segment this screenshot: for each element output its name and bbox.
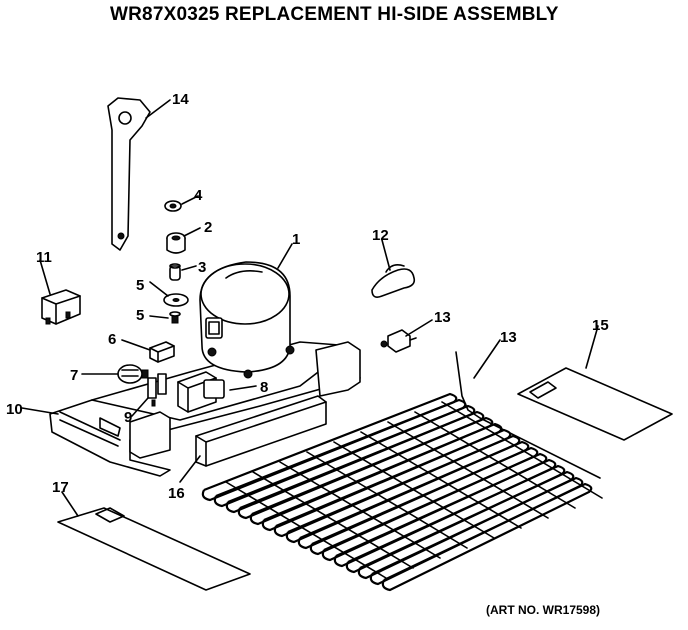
- condenser-wire: [306, 451, 468, 549]
- part-6-clip[interactable]: [149, 341, 175, 363]
- callout-10: 10: [6, 401, 23, 418]
- part-1-compressor[interactable]: [199, 261, 295, 379]
- callout-13b: 13: [500, 329, 517, 346]
- condenser-wire: [333, 441, 495, 539]
- part-11-relay[interactable]: [41, 289, 81, 325]
- callout-17: 17: [52, 479, 69, 496]
- callout-5a: 5: [136, 277, 144, 294]
- part-9-terminal[interactable]: [147, 373, 167, 407]
- callout-labels: 1 2 3 4 5 5 6 7 8 9 10 11 12 13 13 14 15…: [6, 91, 609, 502]
- callout-7: 7: [70, 367, 78, 384]
- part-13-condenser[interactable]: [201, 351, 603, 592]
- part-8-start-device[interactable]: [177, 371, 225, 413]
- callout-15: 15: [592, 317, 609, 334]
- callout-2: 2: [204, 219, 212, 236]
- part-10-base-pan[interactable]: [49, 341, 361, 477]
- diagram-title: WR87X0325 REPLACEMENT HI-SIDE ASSEMBLY: [110, 4, 559, 25]
- part-5-washer[interactable]: [163, 293, 189, 307]
- condenser-wire: [414, 411, 576, 509]
- callout-11: 11: [36, 249, 52, 266]
- callout-6: 6: [108, 331, 116, 348]
- condenser-wire: [441, 401, 603, 499]
- condenser-wire: [252, 471, 414, 569]
- condenser-tube: [381, 482, 593, 592]
- part-13-fitting[interactable]: [380, 329, 417, 353]
- leader-lines: [21, 99, 599, 517]
- callout-8: 8: [260, 379, 268, 396]
- callout-14: 14: [172, 91, 189, 108]
- callout-5b: 5: [136, 307, 144, 324]
- callout-9: 9: [124, 409, 132, 426]
- callout-12: 12: [372, 227, 389, 244]
- callout-16: 16: [168, 485, 185, 502]
- condenser-wire: [279, 461, 441, 559]
- part-14-bracket[interactable]: [107, 97, 151, 251]
- condenser-wire: [360, 431, 522, 529]
- condenser-wire: [387, 421, 549, 519]
- art-number: (ART NO. WR17598): [486, 603, 601, 617]
- callout-4: 4: [194, 187, 203, 204]
- part-7-overload[interactable]: [117, 364, 149, 384]
- callout-3: 3: [198, 259, 206, 276]
- part-5-bolt[interactable]: [169, 311, 181, 324]
- part-2-grommet[interactable]: [166, 232, 186, 254]
- part-3-sleeve[interactable]: [169, 263, 181, 281]
- callout-13a: 13: [434, 309, 451, 326]
- part-16-rail[interactable]: [195, 395, 327, 467]
- part-4-grommet[interactable]: [164, 200, 182, 212]
- condenser-wire: [225, 481, 387, 579]
- part-17-panel[interactable]: [57, 507, 251, 591]
- part-15-panel[interactable]: [517, 367, 673, 441]
- part-12-clip[interactable]: [371, 264, 416, 298]
- callout-1: 1: [292, 231, 300, 248]
